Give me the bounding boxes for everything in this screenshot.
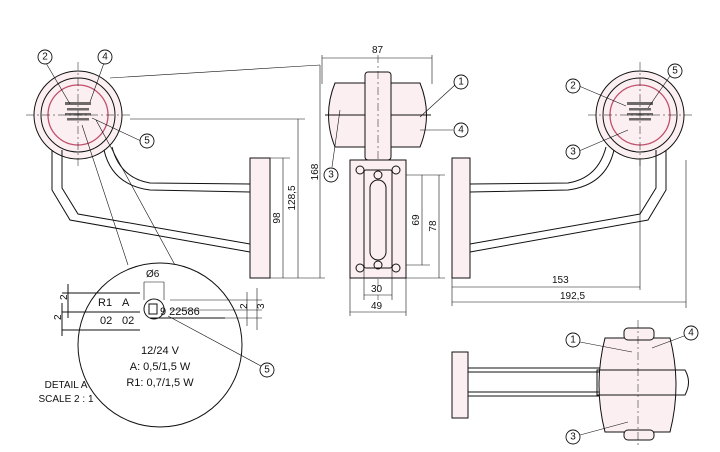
dim-detail-2-upper: 2 [59,294,70,300]
balloon-5-left [139,133,155,149]
balloon-1-side [565,332,581,348]
dim-detail-2-lower: 2 [53,314,64,320]
svg-text:5: 5 [264,365,270,376]
balloon-3-right [565,144,581,160]
svg-text:5: 5 [672,66,678,77]
svg-text:4: 4 [102,52,108,63]
dim-detail-3-right: 3 [256,303,267,309]
center-front-view [325,55,431,300]
side-view-lamp-body [598,337,677,433]
svg-text:4: 4 [688,328,694,339]
dim-128-5: 128,5 [287,185,298,210]
svg-text:1: 1 [458,77,464,88]
balloon-5-right [667,63,683,79]
side-view [451,320,689,445]
dim-30: 30 [371,284,383,295]
balloon-1-center [453,74,469,90]
dim-87: 87 [372,45,384,56]
detail-marker-circle [143,298,165,320]
detail-row1-a: R1 [98,297,112,309]
detail-a-circle [77,262,243,428]
balloon-4-left [97,49,113,65]
svg-text:3: 3 [328,170,334,181]
detail-row1-b: A [122,297,130,309]
dimensions: 87 168 128,5 98 69 78 30 49 153 [130,45,687,316]
balloon-4-center [453,122,469,138]
dim-49: 49 [371,301,383,312]
detail-title: DETAIL A [45,380,88,391]
svg-text:2: 2 [42,52,48,63]
detail-power-r1: R1: 0,7/1,5 W [126,377,194,389]
balloon-5-detail [259,362,275,378]
dim-69: 69 [411,214,422,226]
svg-text:3: 3 [570,432,576,443]
callout-balloons: 2 4 5 1 4 3 2 5 3 5 1 [37,49,699,445]
left-mounting-plate [249,157,271,279]
dim-78: 78 [428,220,439,232]
dim-192-5: 192,5 [560,291,585,302]
dim-168: 168 [310,163,321,180]
left-lamp-view [26,62,321,279]
dim-153: 153 [552,275,569,286]
dim-98: 98 [272,212,283,224]
detail-power-a: A: 0,5/1,5 W [130,361,191,373]
dim-detail-2-right: 2 [239,303,250,309]
balloon-2-right [565,78,581,94]
right-lamp-view [451,62,692,279]
svg-text:5: 5 [144,136,150,147]
detail-row2-b: 02 [122,315,134,327]
svg-text:3: 3 [570,147,576,158]
balloon-2-left [37,49,53,65]
detail-a: R1 A 02 02 2 2 Ø6 9 22586 2 3 12/24 V A:… [38,119,267,428]
detail-scale: SCALE 2 : 1 [38,394,93,405]
detail-serial: 9 22586 [160,306,200,318]
balloon-4-side [683,325,699,341]
balloon-3-center [323,167,339,183]
svg-text:4: 4 [458,125,464,136]
balloon-3-side [565,429,581,445]
detail-row2-a: 02 [100,315,112,327]
detail-voltage: 12/24 V [141,345,180,357]
dim-dia-6: Ø6 [146,269,160,280]
right-mounting-plate [451,157,471,279]
svg-text:2: 2 [570,81,576,92]
svg-text:1: 1 [570,335,576,346]
side-view-plate [451,351,469,419]
